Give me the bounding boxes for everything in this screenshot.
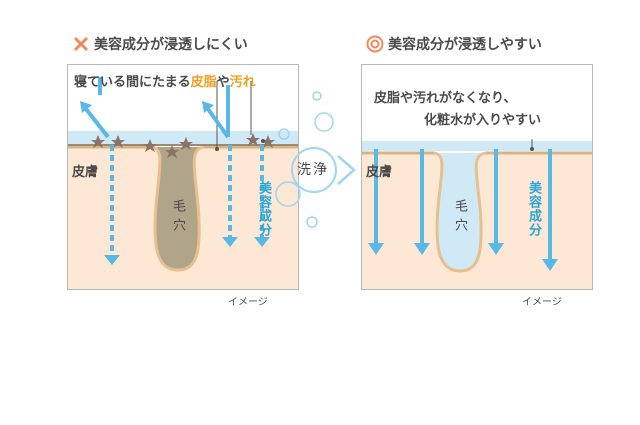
pore-label: 毛穴	[170, 199, 185, 237]
right-title-text: 美容成分が浸透しやすい	[388, 37, 542, 53]
dirt-particle	[143, 139, 157, 152]
arrow-head	[414, 243, 430, 255]
dirt-particles	[91, 133, 275, 158]
deflected-arrow	[84, 107, 110, 139]
dirt-particle	[246, 133, 260, 146]
before-diagram	[68, 77, 298, 289]
heading-prefix: 寝ている間にたまる	[74, 75, 191, 90]
penetrating-arrows	[374, 149, 552, 261]
deflected-arrow	[206, 107, 230, 139]
arrow-head	[80, 101, 92, 113]
surface-water	[68, 131, 298, 145]
arrow-head	[368, 243, 384, 255]
arrow-head	[488, 243, 504, 255]
arrow-head	[222, 237, 238, 247]
bubble	[278, 128, 290, 140]
dirt-particle	[165, 145, 179, 158]
blocked-ingredient-arrows	[84, 85, 232, 255]
bubble	[314, 112, 334, 132]
wash-graphic	[275, 91, 356, 228]
arrow-head	[542, 259, 558, 271]
surface-water	[362, 141, 592, 151]
arrow-head	[104, 255, 120, 265]
double-circle-icon	[366, 35, 384, 53]
before-heading: 寝ている間にたまる皮脂や汚れ	[74, 71, 256, 90]
clean-pore	[433, 151, 487, 273]
arrow-right-icon	[337, 155, 356, 185]
arrow-head	[254, 237, 270, 247]
wash-label: 洗浄	[297, 162, 329, 178]
right-title: 美容成分が浸透しやすい	[366, 34, 542, 54]
dirt-particle	[179, 137, 193, 150]
dirt-particle	[111, 135, 125, 148]
after-diagram	[362, 139, 592, 289]
image-note-right: イメージ	[522, 297, 562, 308]
bubble	[306, 216, 318, 228]
skin-label: 皮膚	[72, 165, 99, 180]
ingredient-label: 美容成分	[526, 181, 541, 237]
heading-sebum: 皮脂	[190, 75, 217, 90]
image-note-left: イメージ	[228, 297, 268, 308]
arrow-head	[202, 101, 214, 113]
ingredient-label: 美容成分	[256, 181, 271, 237]
heading-mid: や	[216, 75, 230, 90]
before-panel: 寝ている間にたまる皮脂や汚れ 皮膚 毛穴 美容成分	[67, 64, 299, 290]
heading-dirt: 汚れ	[229, 75, 256, 90]
dirt-particle	[261, 135, 275, 148]
cross-icon	[73, 36, 89, 52]
clogged-pore	[151, 145, 205, 272]
bubble	[275, 181, 301, 207]
wash-circle	[291, 147, 337, 193]
after-text-line2: 化粧水が入りやすい	[424, 113, 542, 128]
left-title-text: 美容成分が浸透しにくい	[94, 37, 248, 53]
after-text-line1: 皮脂や汚れがなくなり、	[374, 91, 517, 106]
after-panel: 皮脂や汚れがなくなり、 化粧水が入りやすい 皮膚 毛穴 美容成分	[361, 64, 593, 290]
bubble	[312, 91, 322, 101]
skin-label: 皮膚	[366, 165, 393, 180]
pore-label: 毛穴	[452, 199, 467, 237]
dirt-particle	[91, 135, 105, 148]
left-title: 美容成分が浸透しにくい	[72, 34, 248, 54]
